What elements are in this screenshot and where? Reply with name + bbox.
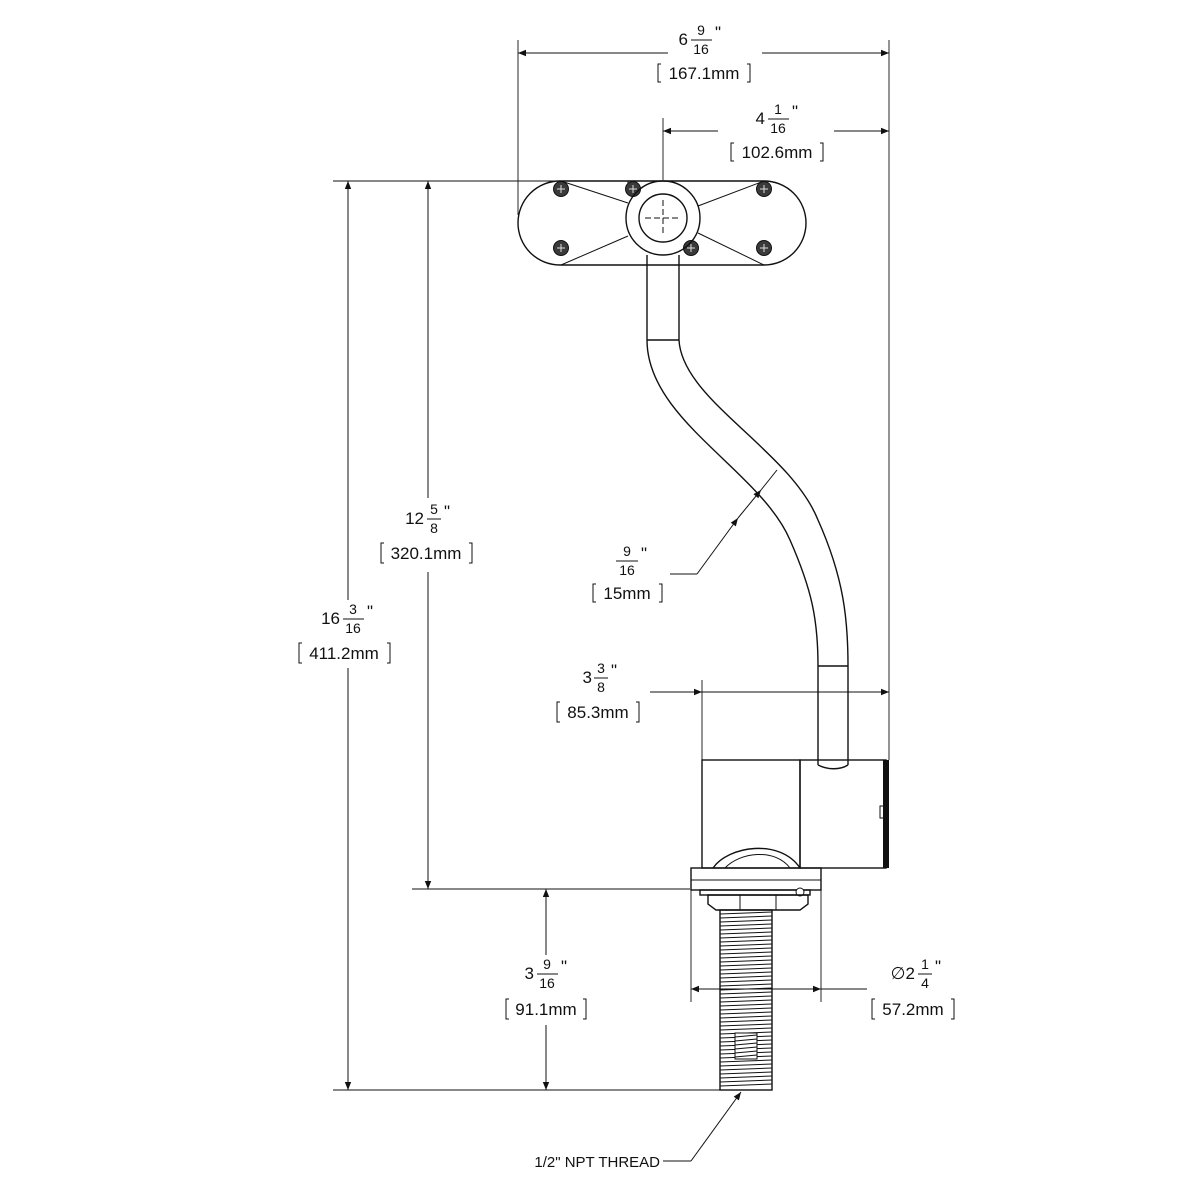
- dim-denominator: 16: [770, 120, 786, 136]
- dim-numerator: 1: [774, 101, 782, 117]
- dim-numerator: 3: [597, 660, 605, 676]
- head-block: [701, 759, 889, 869]
- dim-base-diameter: ∅ 2 1 4 " 57.2mm: [871, 956, 955, 1020]
- mount-part: [517, 180, 889, 1091]
- dim-whole: 4: [756, 109, 765, 128]
- threaded-stem: [719, 909, 773, 1091]
- dim-unit: ": [715, 23, 721, 42]
- dim-unit: ": [641, 544, 647, 563]
- dim-tube-diameter: 9 16 " 15mm: [592, 543, 663, 603]
- dim-whole: 12: [405, 509, 424, 528]
- dim-denominator: 16: [345, 620, 361, 636]
- dim-whole: 6: [679, 30, 688, 49]
- plate-bracing: [560, 180, 765, 266]
- dim-numerator: 1: [921, 956, 929, 972]
- dim-metric: 85.3mm: [567, 703, 628, 722]
- dim-unit: ": [561, 957, 567, 976]
- dim-denominator: 16: [693, 41, 709, 57]
- dim-numerator: 9: [623, 543, 631, 559]
- dim-unit: ": [444, 502, 450, 521]
- dim-denominator: 16: [539, 975, 555, 991]
- dim-metric: 91.1mm: [515, 1000, 576, 1019]
- dim-whole: 3: [583, 668, 592, 687]
- dim-denominator: 4: [921, 975, 929, 991]
- dim-metric: 57.2mm: [882, 1000, 943, 1019]
- dim-whole: 2: [906, 964, 915, 983]
- dim-whole: 3: [525, 964, 534, 983]
- dim-metric: 15mm: [603, 584, 650, 603]
- dim-overall-height: 16 3 16 " 411.2mm: [298, 601, 391, 664]
- thread-callout-label: 1/2" NPT THREAD: [534, 1154, 660, 1171]
- dim-unit: ": [935, 957, 941, 976]
- dim-height-to-base: 12 5 8 " 320.1mm: [380, 501, 473, 564]
- base-flange: [690, 847, 822, 911]
- dim-metric: 411.2mm: [309, 644, 379, 663]
- dim-overall-width: 6 9 16 " 167.1mm: [657, 22, 751, 83]
- dim-whole: 16: [321, 609, 340, 628]
- diameter-symbol: ∅: [891, 964, 906, 983]
- dim-denominator: 16: [619, 562, 635, 578]
- dim-denominator: 8: [430, 520, 438, 536]
- dim-numerator: 9: [697, 22, 705, 38]
- dim-metric: 167.1mm: [669, 64, 740, 83]
- dim-unit: ": [367, 602, 373, 621]
- dim-numerator: 9: [543, 956, 551, 972]
- dim-head-width: 3 3 8 " 85.3mm: [556, 660, 640, 723]
- dimension-lines: [333, 40, 890, 1162]
- dim-unit: ": [611, 661, 617, 680]
- dim-numerator: 5: [430, 501, 438, 517]
- curved-tube: [646, 255, 849, 770]
- dim-thread-length: 3 9 16 " 91.1mm: [505, 956, 587, 1020]
- plate-hub-outer: [625, 180, 701, 256]
- dim-numerator: 3: [349, 601, 357, 617]
- dim-metric: 320.1mm: [391, 544, 462, 563]
- dim-metric: 102.6mm: [742, 143, 813, 162]
- plate-hub-inner: [638, 193, 688, 243]
- dim-denominator: 8: [597, 679, 605, 695]
- dim-offset-width: 4 1 16 " 102.6mm: [730, 101, 824, 162]
- dim-unit: ": [792, 102, 798, 121]
